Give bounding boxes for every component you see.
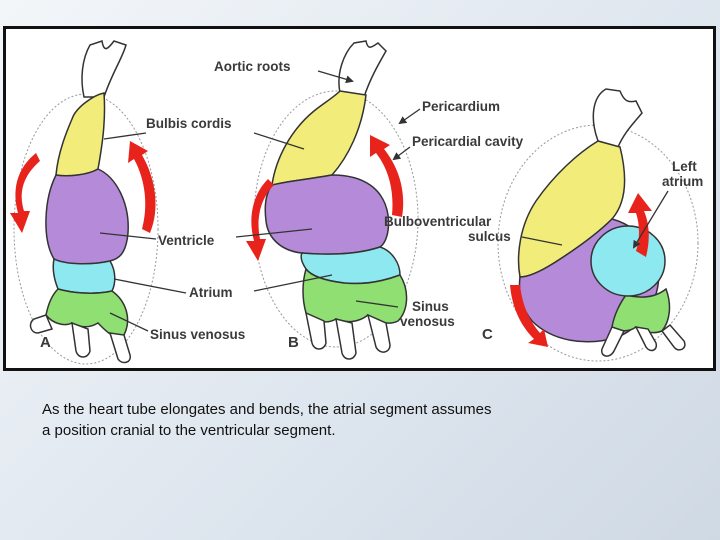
figure-labels: Aortic roots Pericardium Bulbis cordis P… <box>146 59 703 342</box>
panel-b-heart: B <box>246 40 419 360</box>
label-sinus-venosus-b-line1: Sinus <box>412 299 449 314</box>
caption-line-1: As the heart tube elongates and bends, t… <box>42 401 492 418</box>
figure-caption: As the heart tube elongates and bends, t… <box>42 399 682 441</box>
leader-ventricle-a <box>99 232 157 240</box>
panel-c-heart: C <box>482 88 699 362</box>
atrium-a <box>52 257 116 294</box>
label-pericardial-cavity: Pericardial cavity <box>412 134 524 149</box>
leader-atrium-b <box>253 274 333 292</box>
leader-pericardial-cavity <box>392 146 411 161</box>
label-pericardium: Pericardium <box>422 99 500 114</box>
label-aortic-roots: Aortic roots <box>214 59 291 74</box>
leader-atrium-a <box>113 278 187 294</box>
label-left-atrium-line1: Left <box>672 159 697 174</box>
heart-tube-diagram: A B C <box>10 40 703 365</box>
aortic-roots-c <box>592 88 643 148</box>
leader-sinus-venosus-a <box>109 312 149 332</box>
left-atrium-c <box>590 225 666 297</box>
leader-bulbis-cordis-a <box>103 132 147 140</box>
panel-label-c: C <box>482 326 493 343</box>
label-bulboventricular-line1: Bulboventricular <box>384 214 492 229</box>
leader-bulbis-cordis-b <box>253 132 305 150</box>
ventricle-a <box>45 168 129 265</box>
rotation-arrow-left-a <box>10 153 40 233</box>
label-sinus-venosus-b-line2: venosus <box>400 314 455 329</box>
pericardium-outline-a <box>13 93 159 365</box>
bulbus-cordis-b <box>271 90 367 186</box>
panel-label-b: B <box>288 334 299 351</box>
label-bulboventricular-line2: sulcus <box>468 229 511 244</box>
label-sinus-venosus-a: Sinus venosus <box>150 327 245 342</box>
rotation-arrow-up-c <box>628 193 652 257</box>
bulbus-cordis-a <box>55 92 106 177</box>
panel-a-heart: A <box>10 40 159 365</box>
rotation-arrow-right-a <box>128 141 156 233</box>
veins-a <box>29 314 131 364</box>
leader-bulboventricular-sulcus <box>521 236 563 246</box>
ventricle-b <box>264 174 390 255</box>
label-bulbis-cordis: Bulbis cordis <box>146 116 232 131</box>
veins-c <box>601 323 686 357</box>
caption-line-2: a position cranial to the ventricular se… <box>42 422 336 439</box>
leader-left-atrium <box>632 190 669 249</box>
heart-development-figure: A B C <box>3 26 716 371</box>
leader-sinus-venosus-b <box>355 300 399 308</box>
veins-b <box>304 311 391 360</box>
label-atrium: Atrium <box>189 285 233 300</box>
leader-aortic-roots <box>317 70 354 84</box>
rotation-arrow-left-b <box>246 179 274 261</box>
rotation-arrow-down-c <box>510 285 548 347</box>
pericardium-outline-c <box>497 124 699 362</box>
leader-lines <box>99 70 669 332</box>
leader-ventricle-b <box>235 228 313 238</box>
label-ventricle: Ventricle <box>158 233 215 248</box>
panel-label-a: A <box>40 334 51 351</box>
aortic-roots-a <box>81 40 127 98</box>
leader-pericardium <box>398 108 421 125</box>
label-left-atrium-line2: atrium <box>662 174 703 189</box>
aortic-roots-b <box>338 40 387 98</box>
rotation-arrow-right-b <box>370 135 404 217</box>
